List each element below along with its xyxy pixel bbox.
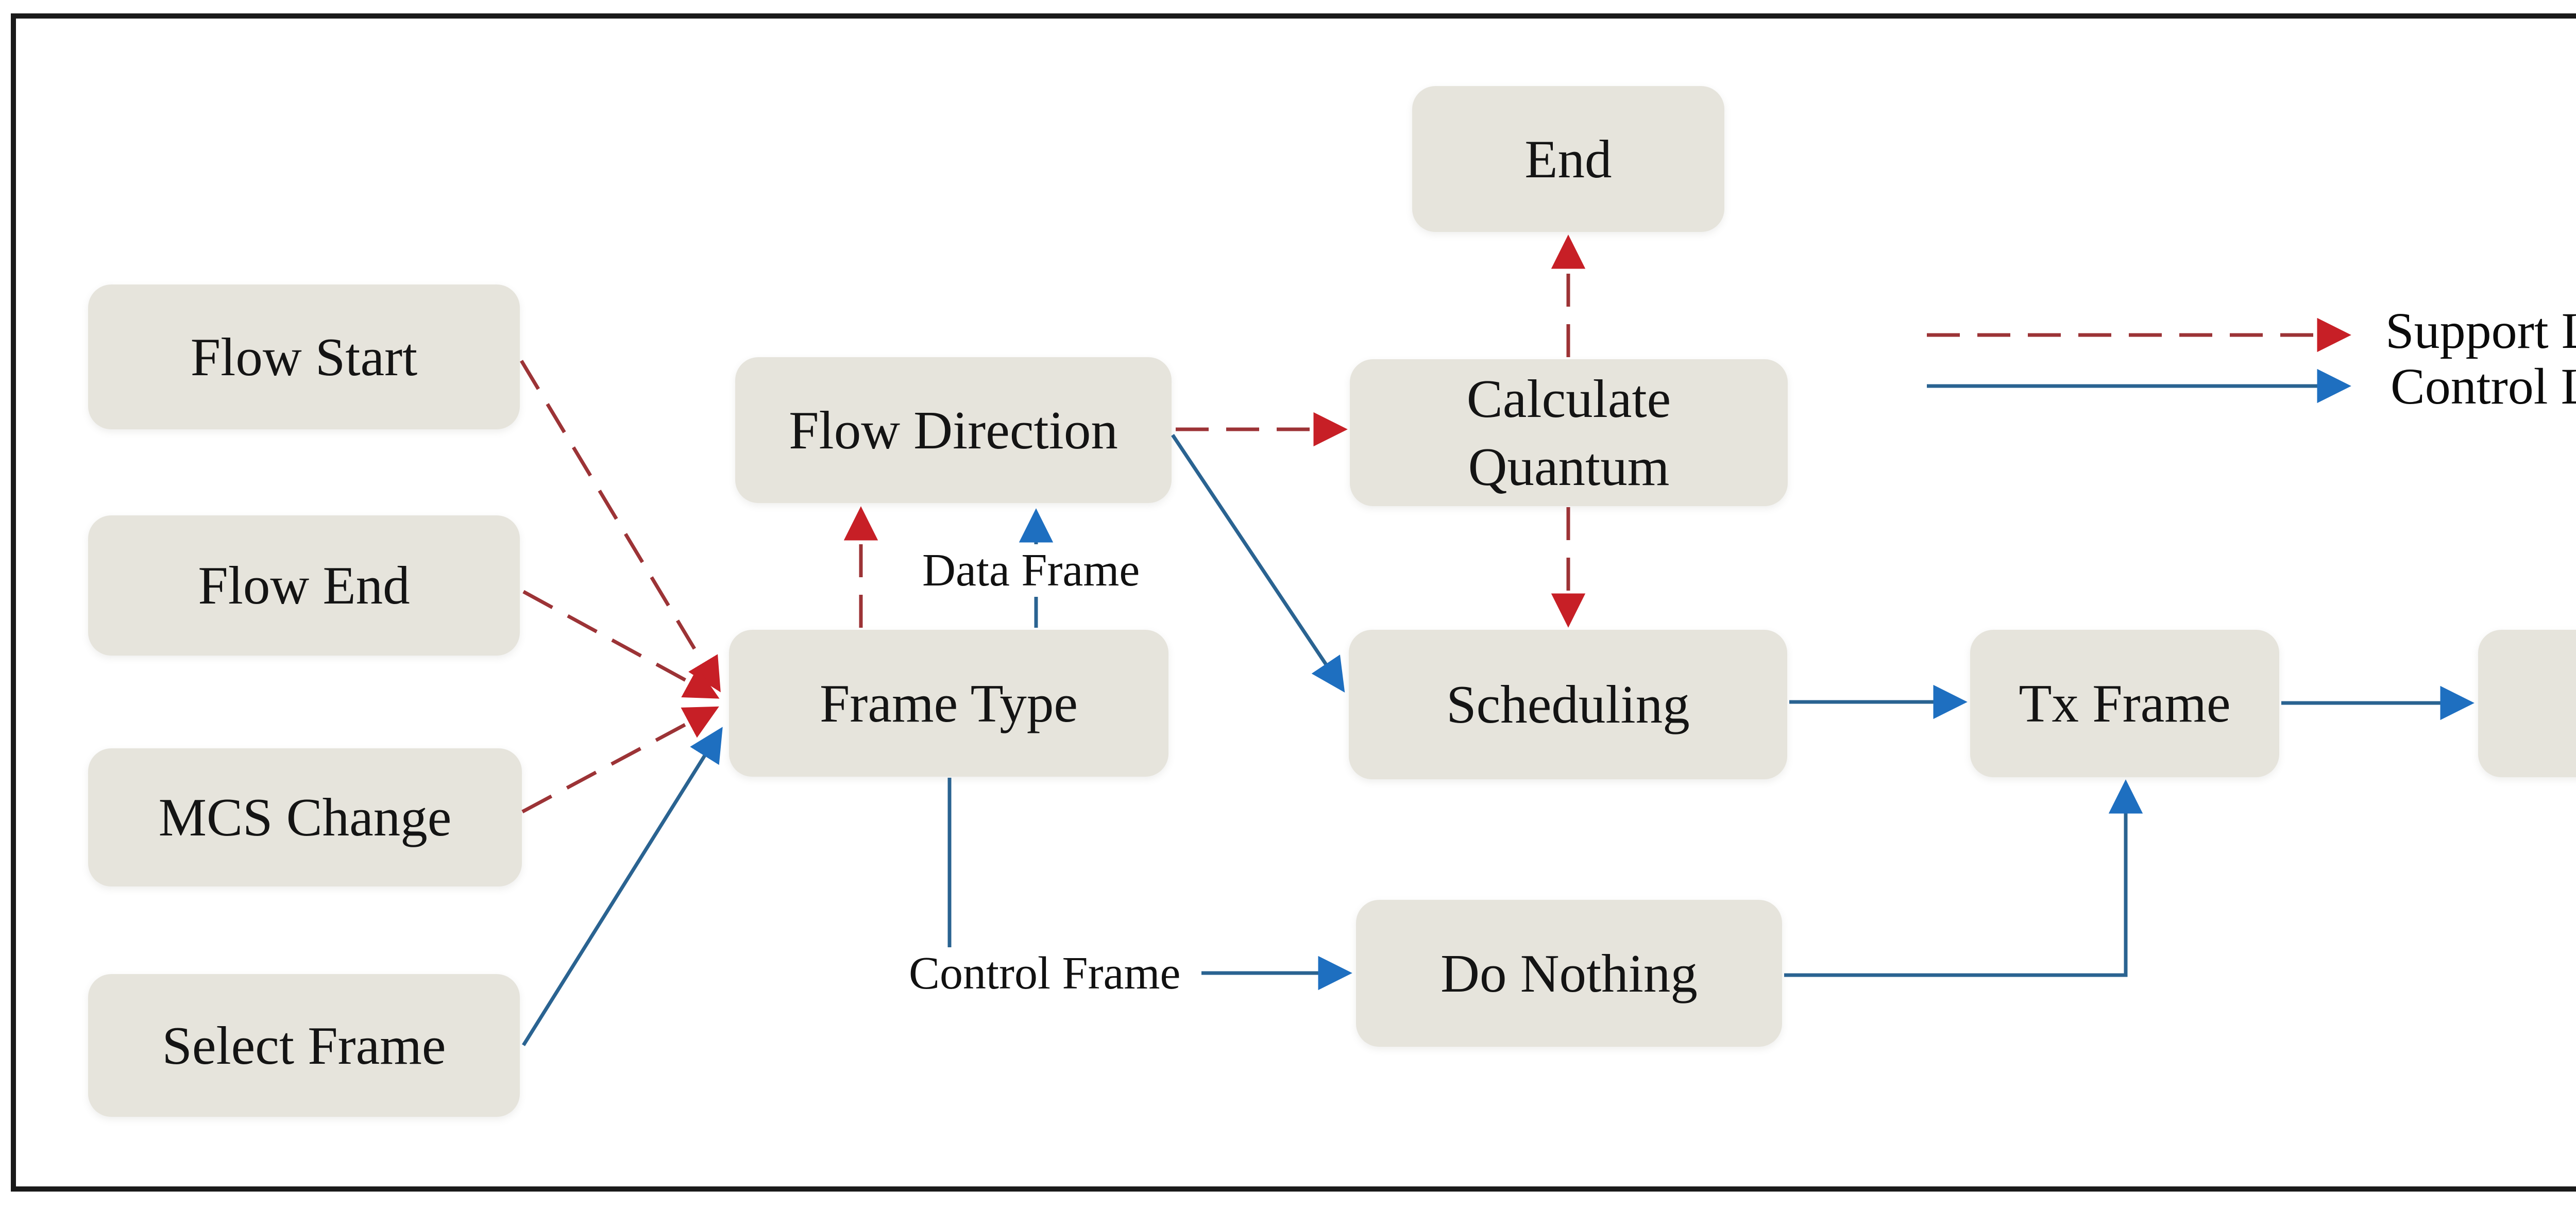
edge-mcs-change-to-frame-type [521, 706, 719, 814]
node-mcs-change: MCS Change [88, 748, 522, 886]
edge-flow-end-to-frame-type [522, 590, 720, 699]
node-calculate-quantum-label: Calculate Quantum [1466, 368, 1671, 497]
legend-support-label: Support Logic [2385, 302, 2576, 359]
node-flow-start: Flow Start [88, 284, 520, 429]
legend-control-label: Control Logic [2391, 358, 2576, 415]
node-flow-start-label: Flow Start [190, 326, 418, 387]
node-flow-direction-label: Flow Direction [789, 399, 1118, 460]
node-frame-type-label: Frame Type [819, 673, 1078, 733]
node-select-frame-label: Select Frame [162, 1015, 446, 1076]
edge-label-data-frame: Data Frame [917, 544, 1145, 597]
edge-select-frame-to-frame-type [522, 727, 723, 1046]
node-end-right: End [2478, 630, 2576, 777]
node-frame-type: Frame Type [729, 630, 1168, 777]
node-scheduling-label: Scheduling [1446, 674, 1690, 735]
node-end-top: End [1412, 86, 1724, 232]
node-tx-frame-label: Tx Frame [2019, 673, 2231, 734]
edge-label-control-frame: Control Frame [904, 947, 1186, 1000]
node-scheduling: Scheduling [1349, 630, 1787, 779]
node-select-frame: Select Frame [88, 974, 520, 1117]
node-flow-end-label: Flow End [198, 555, 410, 616]
edge-flow-direction-to-scheduling [1171, 434, 1345, 693]
node-flow-direction: Flow Direction [735, 357, 1172, 503]
node-calculate-quantum: Calculate Quantum [1350, 359, 1788, 506]
node-mcs-change-label: MCS Change [158, 787, 452, 848]
node-flow-end: Flow End [88, 515, 520, 656]
node-tx-frame: Tx Frame [1970, 630, 2279, 777]
node-do-nothing: Do Nothing [1356, 900, 1782, 1047]
edge-flow-start-to-frame-type [520, 360, 721, 693]
node-do-nothing-label: Do Nothing [1440, 943, 1698, 1003]
edge-do-nothing-to-tx-frame [1784, 779, 2143, 977]
node-end-top-label: End [1524, 128, 1612, 189]
